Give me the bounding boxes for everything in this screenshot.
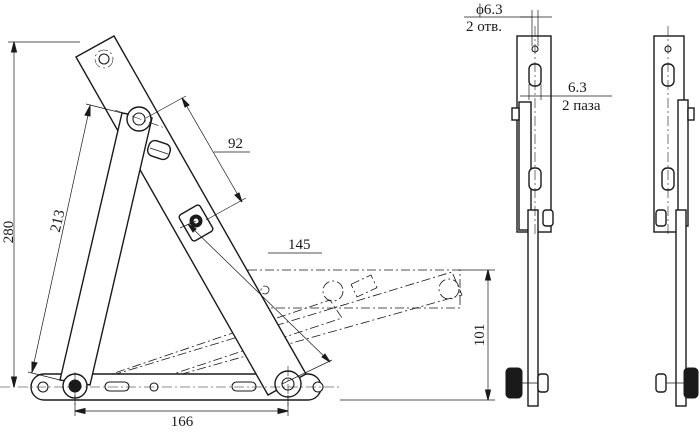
front-view: 280 213 92 145 bbox=[0, 35, 495, 430]
dimension-101-label: 101 bbox=[472, 324, 488, 347]
dimension-101: 101 bbox=[340, 269, 495, 401]
dimension-92: 92 bbox=[145, 95, 250, 221]
hole-diameter-callout: ϕ6.3 2 отв. bbox=[464, 2, 552, 46]
dimension-280-label: 280 bbox=[1, 221, 17, 244]
dimension-166: 166 bbox=[74, 395, 289, 430]
dimension-92-label: 92 bbox=[228, 136, 243, 152]
slot-width-label: 6.3 bbox=[568, 80, 587, 96]
lifting-arm bbox=[59, 106, 172, 386]
dimension-145: 145 bbox=[179, 220, 333, 385]
dimension-213-label: 213 bbox=[48, 208, 69, 234]
dimension-280: 280 bbox=[1, 41, 80, 388]
dimension-145-label: 145 bbox=[288, 237, 311, 253]
side-view: ϕ6.3 2 отв. 6.3 2 паза bbox=[464, 2, 612, 407]
slider-block bbox=[178, 204, 214, 242]
slot-count-label: 2 паза bbox=[562, 98, 601, 114]
dimension-213: 213 bbox=[27, 103, 123, 381]
slot-width-callout: 6.3 2 паза bbox=[520, 80, 612, 114]
hole-count-label: 2 отв. bbox=[466, 19, 502, 35]
dimension-166-label: 166 bbox=[171, 414, 194, 430]
end-view bbox=[653, 26, 699, 407]
hole-diameter-label: ϕ6.3 bbox=[476, 2, 503, 18]
